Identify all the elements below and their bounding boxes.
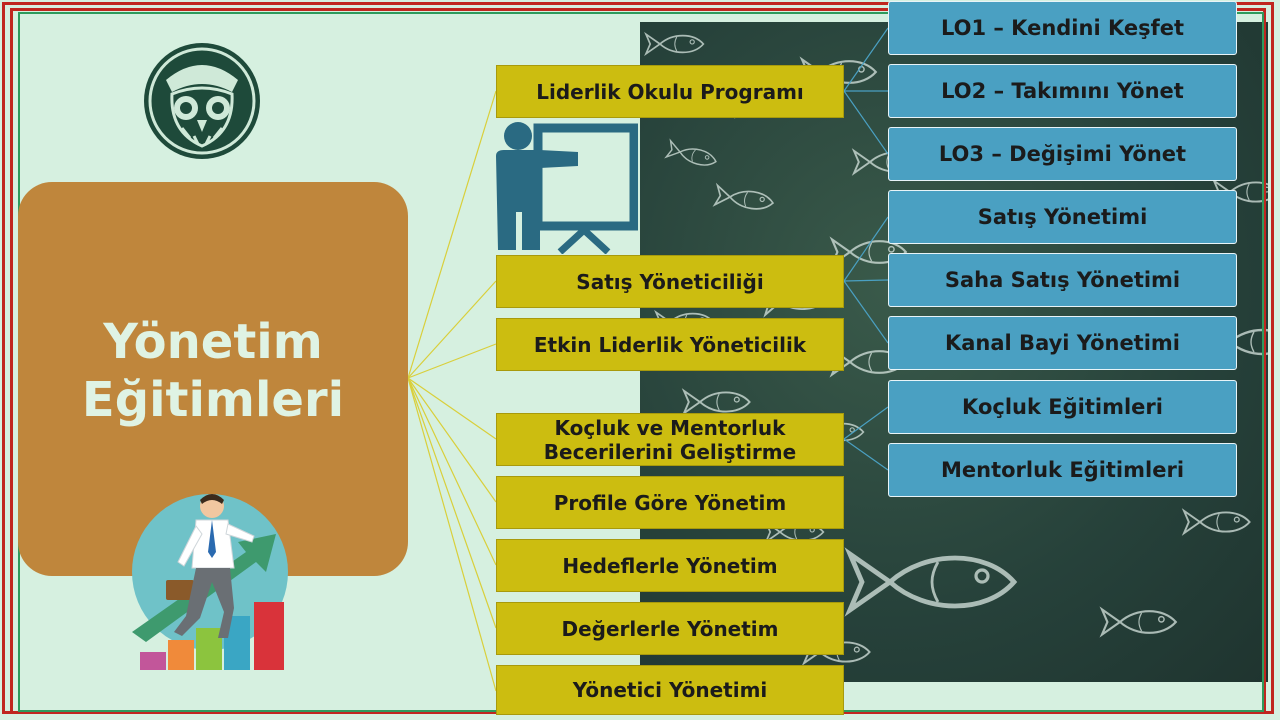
sub-branch-label: LO2 – Takımını Yönet xyxy=(941,78,1184,103)
branch-degerlerle: Değerlerle Yönetim xyxy=(496,602,844,655)
root-title: Yönetim Eğitimleri xyxy=(33,313,393,429)
branch-satis-yoneticiligi: Satış Yöneticiliği xyxy=(496,255,844,308)
sub-branch-kocluk-egitimleri: Koçluk Eğitimleri xyxy=(888,380,1237,434)
branch-label: Profile Göre Yönetim xyxy=(553,490,787,515)
sub-branch-lo1: LO1 – Kendini Keşfet xyxy=(888,1,1237,55)
branch-profile-gore: Profile Göre Yönetim xyxy=(496,476,844,529)
branch-yonetici-yonetimi: Yönetici Yönetimi xyxy=(496,665,844,715)
sub-branch-label: Kanal Bayi Yönetimi xyxy=(944,330,1181,355)
growth-businessman-icon xyxy=(126,492,292,672)
root-title-line2: Eğitimleri xyxy=(81,372,345,428)
branch-etkin-liderlik: Etkin Liderlik Yöneticilik xyxy=(496,318,844,371)
sub-branch-kanal-bayi: Kanal Bayi Yönetimi xyxy=(888,316,1237,370)
branch-label: Değerlerle Yönetim xyxy=(561,616,779,641)
branch-label: Yönetici Yönetimi xyxy=(572,678,768,702)
sub-branch-label: Satış Yönetimi xyxy=(977,204,1148,229)
branch-kocluk-mentorluk: Koçluk ve Mentorluk Becerilerini Gelişti… xyxy=(496,413,844,466)
sub-branch-label: Mentorluk Eğitimleri xyxy=(940,457,1185,482)
presenter-board-icon xyxy=(488,120,639,255)
branch-label-line2: Becerilerini Geliştirme xyxy=(543,439,797,464)
branch-hedeflerle: Hedeflerle Yönetim xyxy=(496,539,844,592)
branch-label: Satış Yöneticiliği xyxy=(576,269,764,294)
sub-branch-saha-satis: Saha Satış Yönetimi xyxy=(888,253,1237,307)
root-title-line1: Yönetim xyxy=(103,314,323,370)
sub-branch-label: Koçluk Eğitimleri xyxy=(962,394,1163,419)
sub-branch-label: LO1 – Kendini Keşfet xyxy=(940,15,1185,40)
branch-label-line1: Koçluk ve Mentorluk xyxy=(554,415,786,440)
branch-liderlik-okulu: Liderlik Okulu Programı xyxy=(496,65,844,118)
branch-label: Hedeflerle Yönetim xyxy=(562,553,778,578)
branch-label: Liderlik Okulu Programı xyxy=(536,79,804,104)
sub-branch-lo2: LO2 – Takımını Yönet xyxy=(888,64,1237,118)
owl-logo-icon xyxy=(142,42,262,160)
sub-branch-satis-yonetimi: Satış Yönetimi xyxy=(888,190,1237,244)
sub-branch-lo3: LO3 – Değişimi Yönet xyxy=(888,127,1237,181)
sub-branch-label: Saha Satış Yönetimi xyxy=(944,267,1181,292)
branch-label: Etkin Liderlik Yöneticilik xyxy=(533,332,807,357)
sub-branch-mentorluk-egitimleri: Mentorluk Eğitimleri xyxy=(888,443,1237,497)
sub-branch-label: LO3 – Değişimi Yönet xyxy=(938,141,1187,166)
